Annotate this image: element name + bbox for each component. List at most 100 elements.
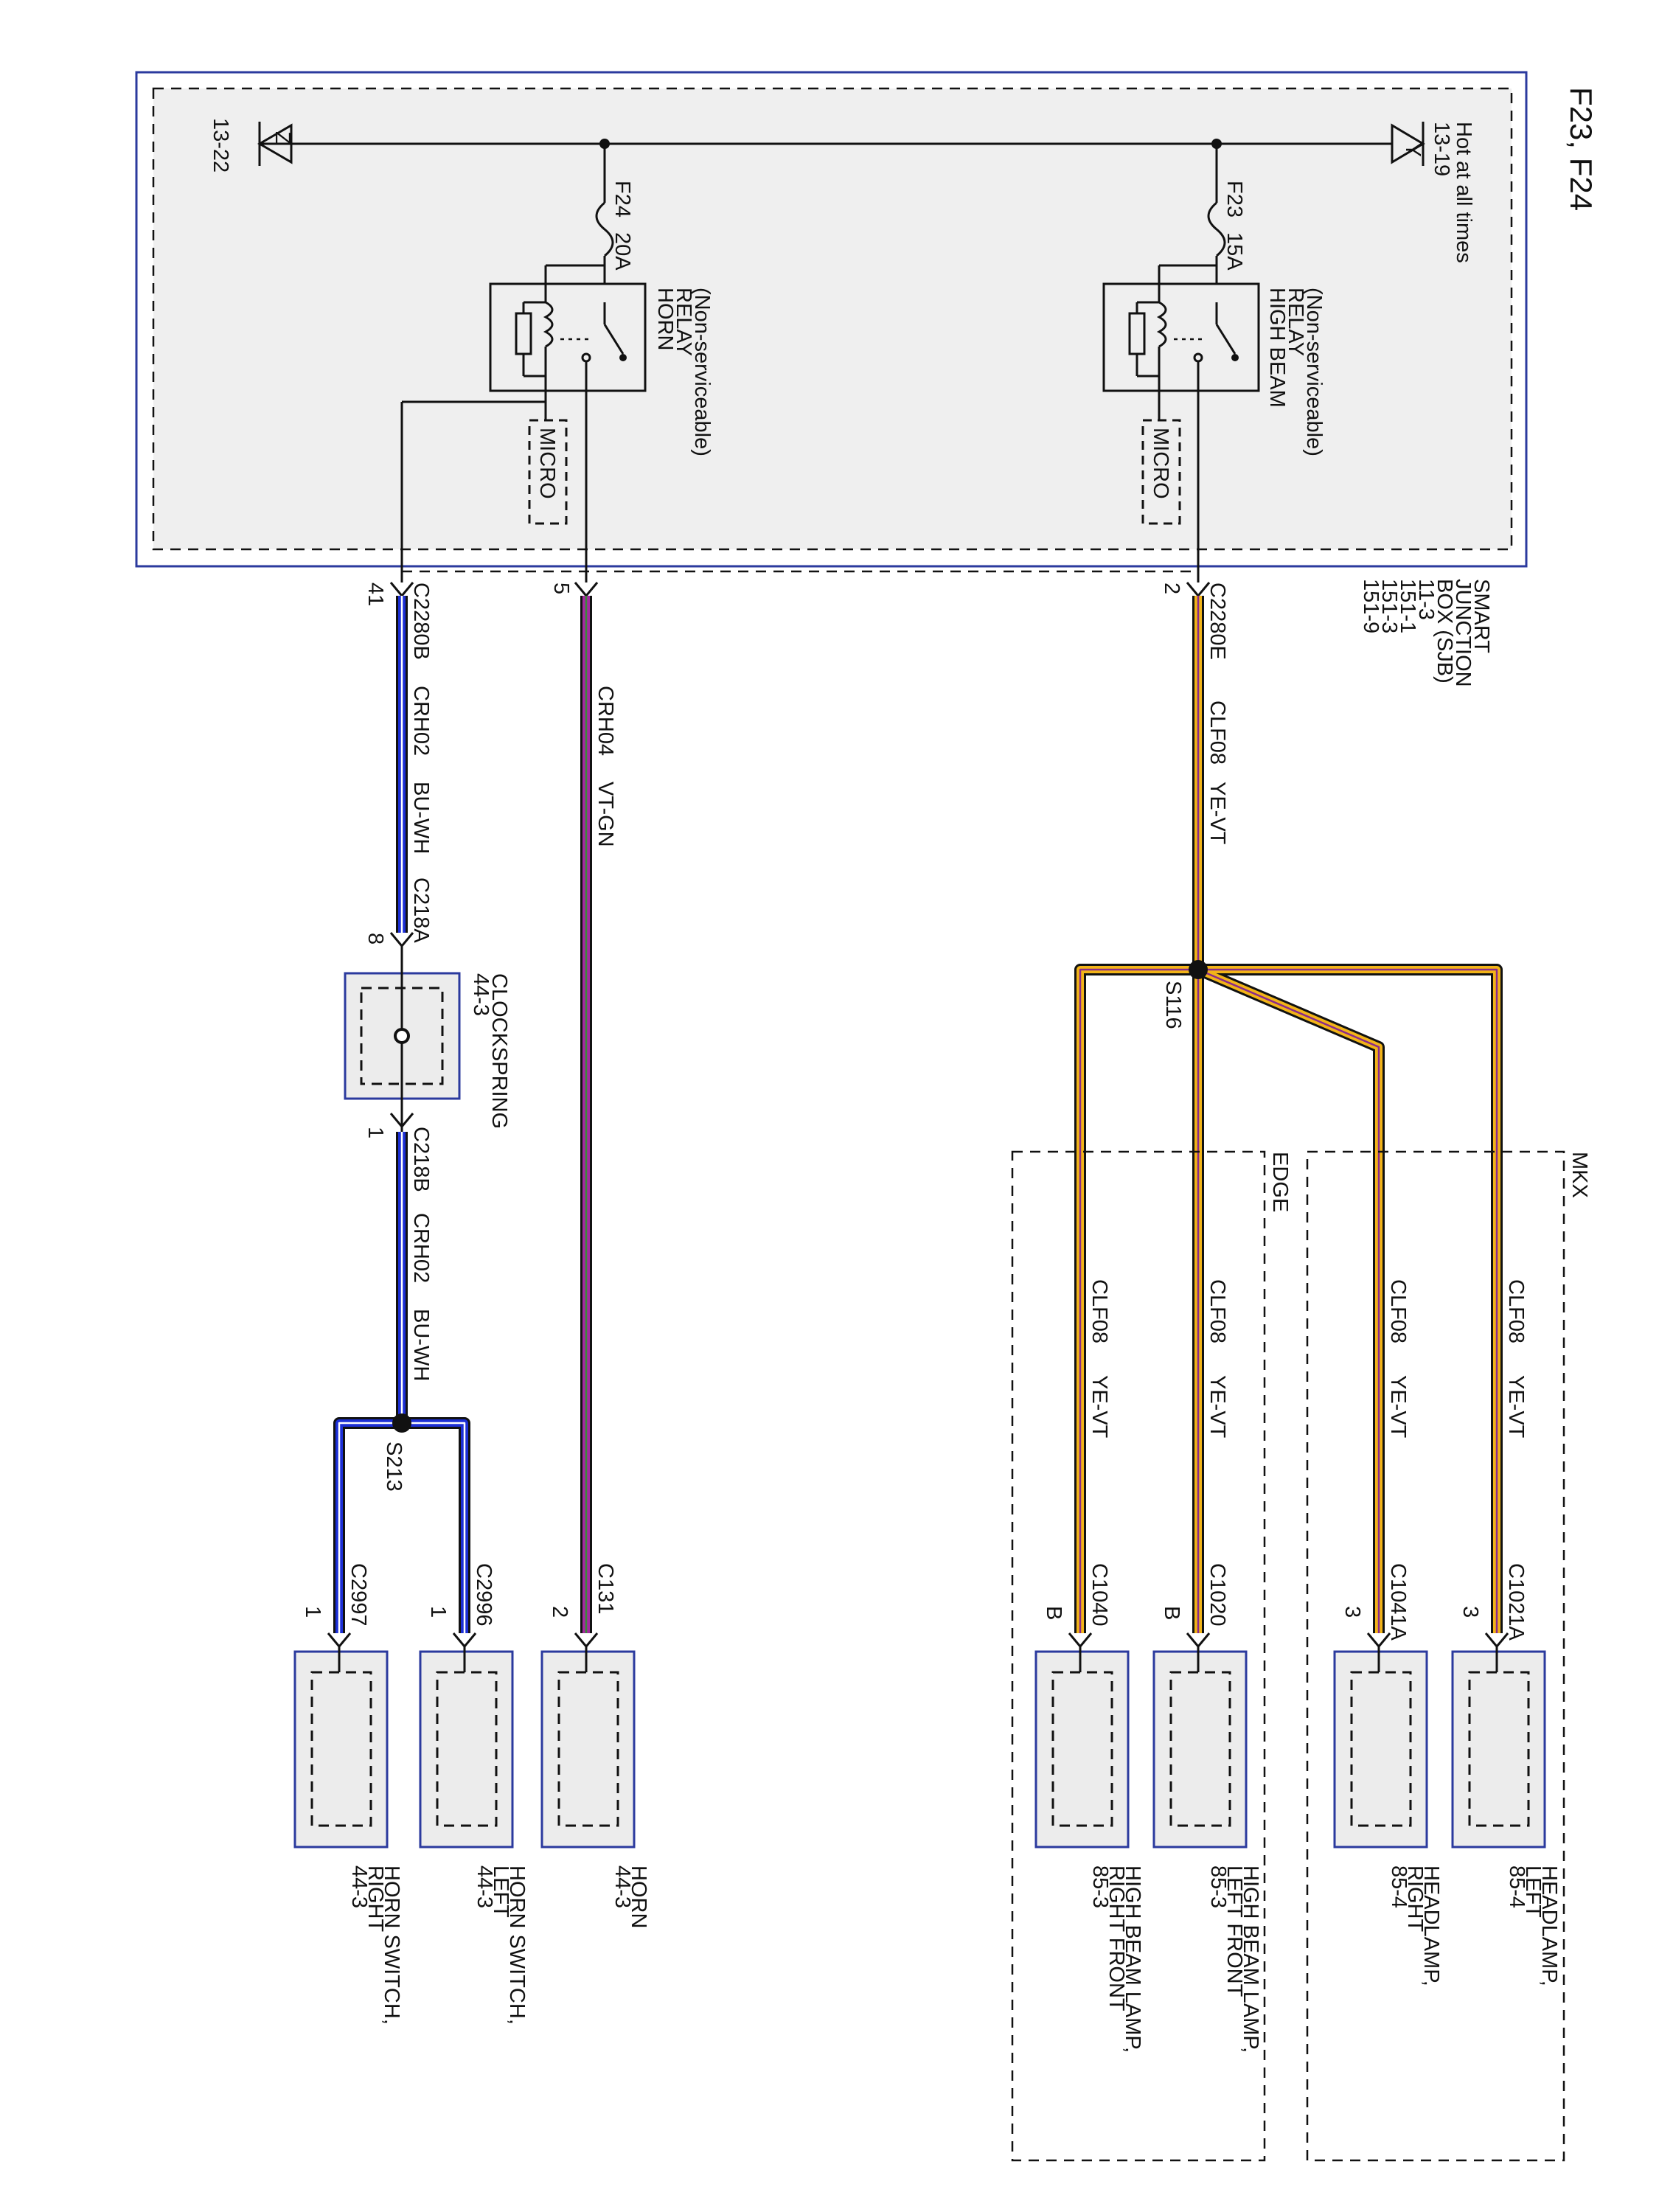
c218a-pin: 8 [364,933,387,945]
clf08-branch-3-circuit: CLF08 [1206,1279,1229,1343]
connector-pin: 3 [1458,1606,1482,1618]
connector-chevron [1186,1632,1211,1649]
sjb-label-6: 151-3 [1377,579,1401,633]
component-label-line: HEADLAMP, [1537,1865,1561,1986]
connector-label: C2996 [472,1563,495,1626]
sjb-label-1: SMART [1470,579,1493,653]
component-label-line: 85-3 [1206,1865,1230,1908]
connector-chevron [1068,1632,1093,1649]
diagram-title: F23, F24 [1564,87,1599,211]
clf08-branch-4-circuit: CLF08 [1088,1279,1111,1343]
component-label-line: RIGHT [364,1865,387,1933]
connector-pin: 2 [548,1606,571,1618]
clf08-branch-1-circuit: CLF08 [1504,1279,1528,1343]
svg-text:Y: Y [1401,142,1425,156]
component-label-line: LEFT [1521,1865,1545,1918]
component-label-line: RIGHT FRONT [1105,1865,1128,2011]
fuse-f23-rating: 15A [1222,232,1246,271]
c2280e-pin: 2 [1160,582,1183,594]
component-label-line: HEADLAMP, [1419,1865,1443,1986]
fuse-f24-name: F24 [611,181,634,218]
component-label-line: LEFT [489,1865,512,1918]
clf08-harness [1074,596,1503,1633]
component-label-line: LEFT FRONT [1222,1865,1246,1997]
component-inner [310,1671,372,1827]
clockspring-ref: 44-3 [469,973,493,1016]
c218b-label: C218B [409,1127,433,1192]
component-label-line: HORN SWITCH, [380,1865,403,2025]
clf08-branch-2-color: YE-VT [1386,1375,1410,1439]
clf08-branch-2-circuit: CLF08 [1386,1279,1410,1343]
horn-relay-pin-chevron [574,582,599,598]
source-triangle-z: Z [257,122,294,166]
component-label-line: 85-3 [1088,1865,1112,1908]
connector-pin: B [1042,1606,1065,1620]
connector-chevron [574,1632,599,1649]
group-mkx-label: MKX [1568,1152,1591,1198]
horn-relay-label-1: HORN [653,288,677,350]
c2280b-label: C2280B [409,582,433,660]
c218a-label: C218A [409,877,433,943]
fuse-f24-icon [595,201,614,257]
component-label-line: RIGHT [1403,1865,1427,1933]
connector-label: C1041A [1386,1563,1410,1641]
component-box [1333,1650,1428,1848]
connector-pin: B [1160,1606,1183,1620]
sjb-label-4: 11-3 [1414,579,1438,620]
crh02-upper-color: BU-WH [409,782,433,854]
component-label-line: HORN [627,1865,650,1928]
high-beam-relay-label-3: (Non-serviceable) [1302,288,1326,456]
component-inner [557,1671,619,1827]
horn-relay-pin: 5 [549,582,573,594]
component-label-line: 85-4 [1387,1865,1411,1908]
high-beam-relay-label-1: HIGH BEAM [1265,288,1289,408]
svg-text:Z: Z [271,131,294,145]
horn-relay-micro-label: MICRO [535,428,559,499]
sjb-inner [152,87,1513,551]
clf08-trunk-color: YE-VT [1206,782,1229,845]
group-edge-label: EDGE [1268,1152,1292,1212]
component-blocks: C1021A3HEADLAMP,LEFT85-4C1041A3HEADLAMP,… [293,1563,1561,2053]
component-label-line: 44-3 [611,1865,634,1908]
component-box [1034,1650,1130,1848]
sjb-label-5: 151-1 [1396,579,1419,633]
crh02-harness [333,596,470,1633]
crh04-color: VT-GN [594,782,617,847]
connector-chevron [327,1632,352,1649]
connector-label: C1020 [1206,1563,1229,1626]
component-label-line: 44-3 [347,1865,371,1908]
component-inner [1051,1671,1113,1827]
clf08-trunk-circuit: CLF08 [1206,700,1229,765]
sjb-label-7: 151-9 [1359,579,1382,633]
horn-relay-label-2: RELAY [672,288,695,356]
connector-label: C1021A [1504,1563,1528,1641]
source-z-ref: 13-22 [209,118,232,173]
clockspring-name: CLOCKSPRING [487,973,511,1129]
component-label-line: HORN SWITCH, [505,1865,529,2025]
sjb-label-2: JUNCTION [1451,579,1475,687]
connector-chevron [452,1632,477,1649]
component-label-line: 44-3 [473,1865,496,1908]
clf08-branch-3-color: YE-VT [1206,1375,1229,1439]
component-inner [1350,1671,1412,1827]
clf08-branch-4-color: YE-VT [1088,1375,1111,1439]
sjb-label-3: BOX (SJB) [1433,579,1456,684]
clf08-branch-1-color: YE-VT [1504,1375,1528,1439]
high-beam-relay-micro-box [1141,419,1181,525]
connector-pin: 1 [426,1606,450,1618]
fuse-f23-icon [1207,201,1226,257]
horn-relay-micro-box [528,419,568,525]
splice-s116 [1189,960,1208,979]
group-mkx-box [1306,1150,1565,2162]
group-edge-box [1011,1150,1266,2162]
horn-relay-label-3: (Non-serviceable) [690,288,714,456]
component-label-line: 85-4 [1505,1865,1528,1908]
crh02-lower-circuit: CRH02 [409,1213,433,1283]
